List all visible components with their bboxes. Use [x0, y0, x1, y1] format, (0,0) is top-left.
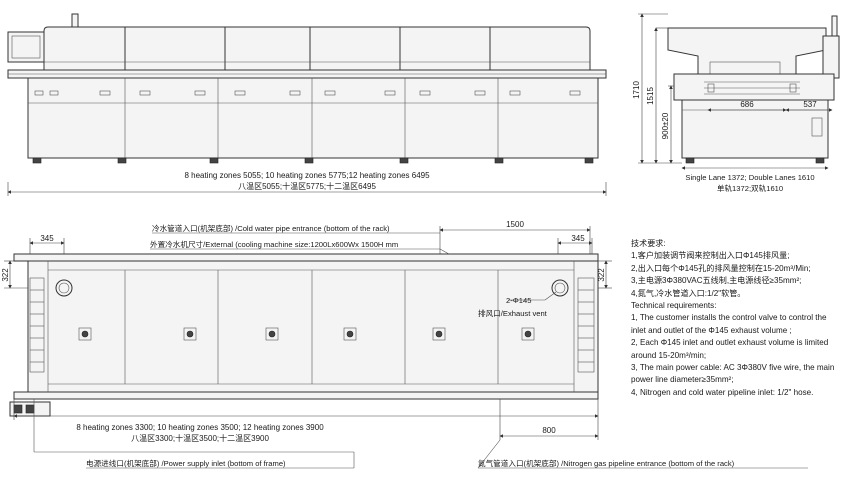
- oven-hood: [43, 26, 591, 71]
- side-hood: [667, 27, 827, 75]
- exhaust-vent-right: [551, 279, 569, 297]
- height-body: 1515: [646, 87, 655, 105]
- notes-en-item-6: power line diameter≥35mm²;: [631, 375, 734, 385]
- notes-cn-item-2: 2,出入口每个Φ145孔的排风量控制在15-20m³/Min;: [631, 263, 811, 273]
- notes-en-item-4: around 15-20m³/min;: [631, 350, 707, 360]
- notes-en-item-2: inlet and outlet of the Φ145 exhaust vol…: [631, 325, 792, 335]
- external-cooler-label: 外置冷水机尺寸/External (cooling machine size:1…: [150, 239, 398, 249]
- technical-notes: 技术要求: 1,客户加装调节阀来控制出入口Φ145排风量; 2,出入口每个Φ14…: [631, 238, 863, 399]
- notes-en-item-1: 1, The customer installs the control val…: [631, 313, 827, 323]
- width-537: 537: [803, 100, 817, 109]
- side-view: 1710 1515 900±20 686 537 Single Lane 137…: [632, 13, 840, 193]
- power-inlet-label: 电源进线口(机架底部) /Power supply inlet (bottom …: [86, 458, 286, 468]
- dim-322-right: 322: [597, 268, 606, 282]
- exhaust-vent-label: 排风口/Exhaust vent: [478, 308, 548, 318]
- dim-1500: 1500: [506, 220, 524, 229]
- top-rail-upper: [13, 253, 599, 262]
- nitrogen-inlet-label: 氮气管道入口(机架底部) /Nitrogen gas pipeline entr…: [478, 458, 735, 468]
- control-monitor: [7, 31, 45, 63]
- notes-en-item-5: 3, The main power cable: AC 3Φ380V five …: [631, 363, 835, 373]
- notes-en-title: Technical requirements:: [631, 301, 717, 311]
- cooling-pipe-label: 冷水管道入口(机架底部) /Cold water pipe entrance (…: [152, 223, 390, 233]
- dim-322-left: 322: [1, 268, 10, 282]
- dim-345-right: 345: [571, 234, 585, 243]
- side-tower: [822, 35, 840, 79]
- lane-width-cn: 单轨1372;双轨1610: [717, 183, 783, 193]
- notes-cn-item-1: 1,客户加装调节阀来控制出入口Φ145排风量;: [631, 251, 790, 261]
- height-total: 1710: [632, 81, 641, 99]
- exhaust-count: 2-Φ145: [506, 296, 531, 305]
- notes-en-item-3: 2, Each Φ145 inlet and outlet exhaust vo…: [631, 338, 829, 348]
- dim-345-left: 345: [40, 234, 54, 243]
- lane-width-en: Single Lane 1372; Double Lanes 1610: [685, 173, 814, 182]
- signal-tower: [71, 13, 79, 29]
- notes-cn-item-4: 4,氮气,冷水管道入口:1/2"软管。: [631, 288, 746, 298]
- top-dim-line2: 八温区3300;十温区3500;十二温区3900: [131, 433, 269, 443]
- front-view: 8 heating zones 5055; 10 heating zones 5…: [7, 13, 607, 196]
- exhaust-vent-left: [55, 279, 73, 297]
- top-body: [27, 260, 599, 393]
- height-track: 900±20: [661, 112, 670, 139]
- top-view: 冷水管道入口(机架底部) /Cold water pipe entrance (…: [1, 220, 808, 469]
- front-dim-line1: 8 heating zones 5055; 10 heating zones 5…: [184, 171, 430, 180]
- lower-cabinet: [27, 77, 599, 159]
- fan-motor-row: [78, 327, 535, 341]
- front-dim-line2: 八温区5055;十温区5775;十二温区6495: [238, 181, 376, 191]
- dim-800: 800: [542, 426, 556, 435]
- top-dim-line1: 8 heating zones 3300; 10 heating zones 3…: [76, 423, 324, 432]
- side-track: [673, 73, 835, 101]
- notes-en-item-7: 4, Nitrogen and cold water pipeline inle…: [631, 387, 814, 397]
- top-rail-lower: [13, 391, 599, 400]
- notes-cn-item-3: 3,主电源3Φ380VAC五线制,主电源线径≥35mm²;: [631, 276, 802, 286]
- notes-cn-title: 技术要求:: [631, 239, 666, 248]
- width-686: 686: [740, 100, 754, 109]
